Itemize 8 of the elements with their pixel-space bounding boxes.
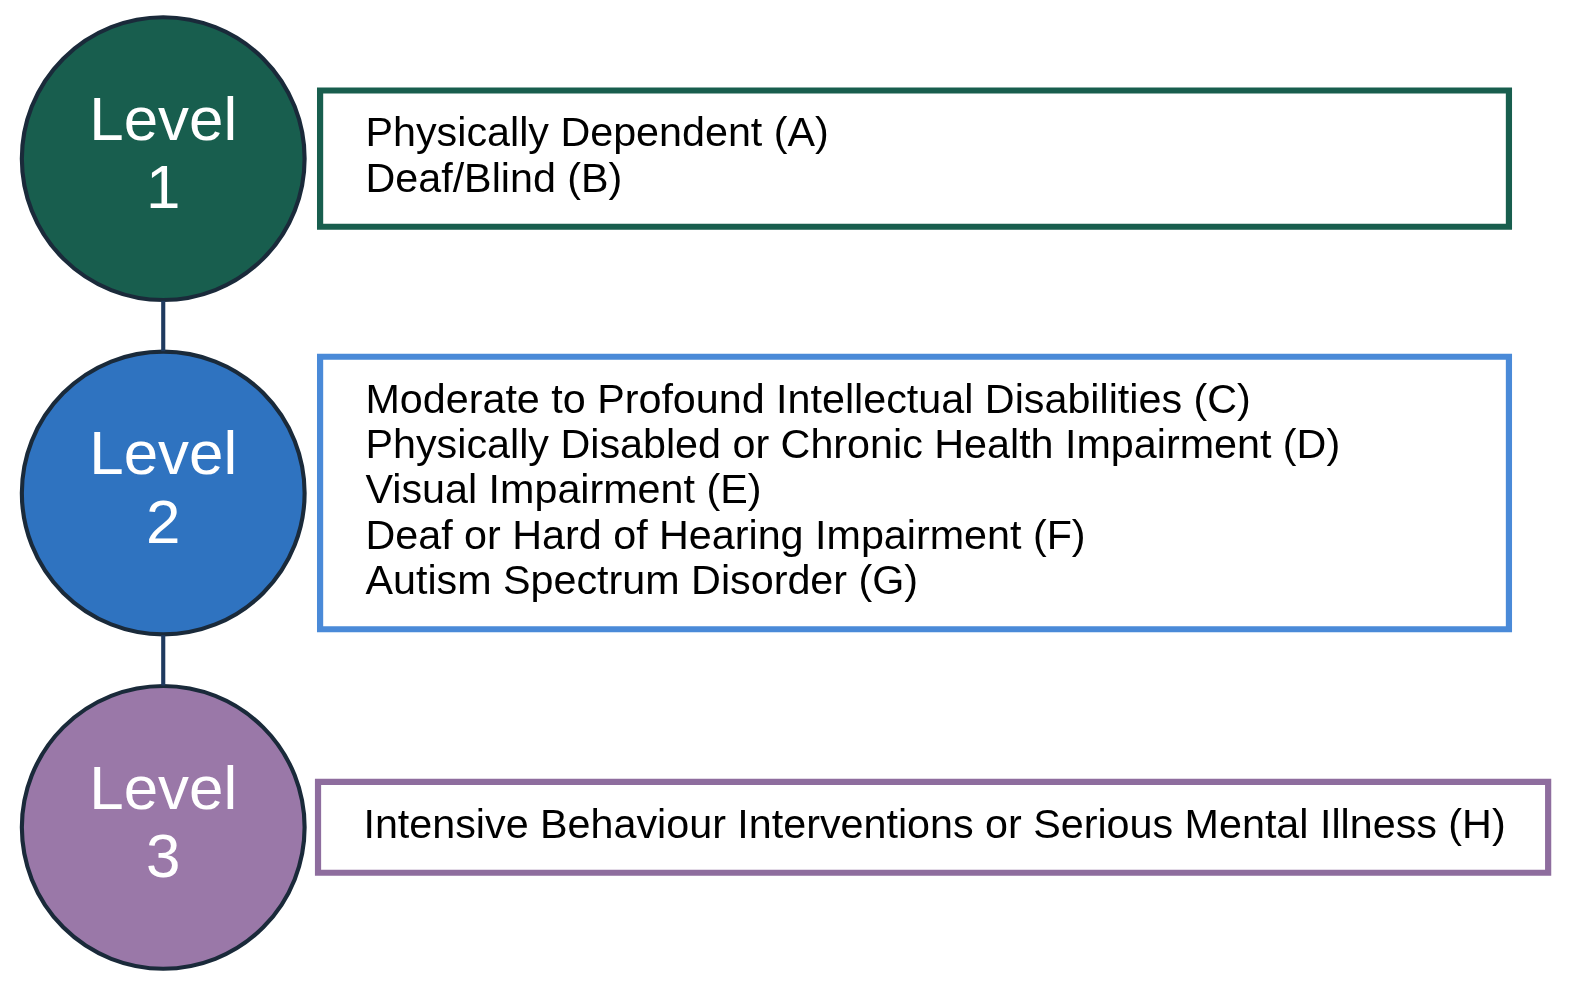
connector [161, 634, 166, 686]
node-box: Physically Dependent (A) Deaf/Blind (B) [317, 86, 1513, 230]
node-circle: Level 1 [19, 14, 307, 302]
node-circle: Level 2 [19, 349, 307, 636]
node-box: Moderate to Profound Intellectual Disabilities (C) Physically Disabled or Chronic Health Impairment (D) Visual Impairment (E) Deaf or Hard of Hearing Impairment (F) Autism Spectrum Disorder (G) [317, 353, 1513, 632]
node-box: Intensive Behaviour Interventions or Serious Mental Illness (H) [314, 778, 1552, 876]
connector [161, 300, 166, 351]
node-circle: Level 3 [19, 683, 307, 971]
